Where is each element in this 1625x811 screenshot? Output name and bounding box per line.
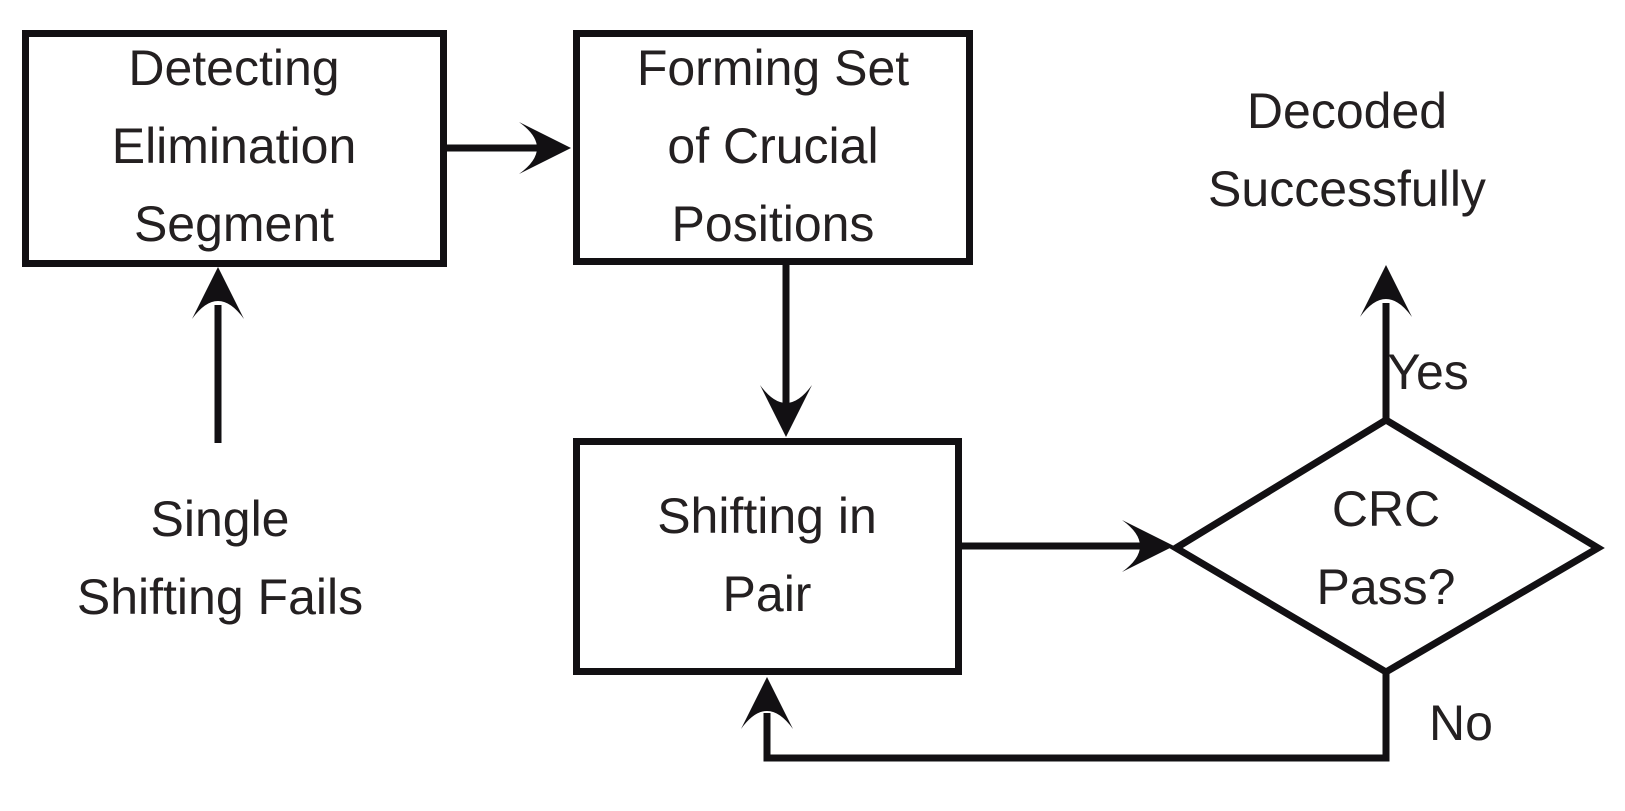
- arrow-crc-yes-to-decoded: [1360, 265, 1412, 420]
- node-label-crc-pass: CRC Pass?: [1316, 481, 1456, 615]
- node-label-shifting-in-pair: Shifting in Pair: [657, 488, 877, 622]
- arrow-single-shifting-fails-to-detecting: [192, 267, 244, 443]
- edge-label-no: No: [1429, 695, 1493, 751]
- node-label-detecting-elimination-segment: Detecting Elimination Segment: [111, 40, 357, 252]
- annotation-single-shifting-fails: Single Shifting Fails: [76, 491, 364, 625]
- node-box-forming-set-of-crucial-positions: [573, 30, 973, 265]
- arrow-shifting-to-crc: [962, 520, 1174, 572]
- annotation-decoded-successfully: Decoded Successfully: [1208, 83, 1486, 217]
- arrow-forming-to-shifting: [760, 265, 812, 437]
- arrow-crc-no-to-shifting: [741, 670, 1390, 762]
- arrow-detecting-to-forming: [447, 122, 571, 174]
- node-box-shifting-in-pair: [573, 438, 962, 675]
- node-box-detecting-elimination-segment: [22, 30, 447, 267]
- edge-label-yes: Yes: [1387, 344, 1469, 400]
- node-label-forming-set-of-crucial-positions: Forming Set of Crucial Positions: [636, 40, 910, 252]
